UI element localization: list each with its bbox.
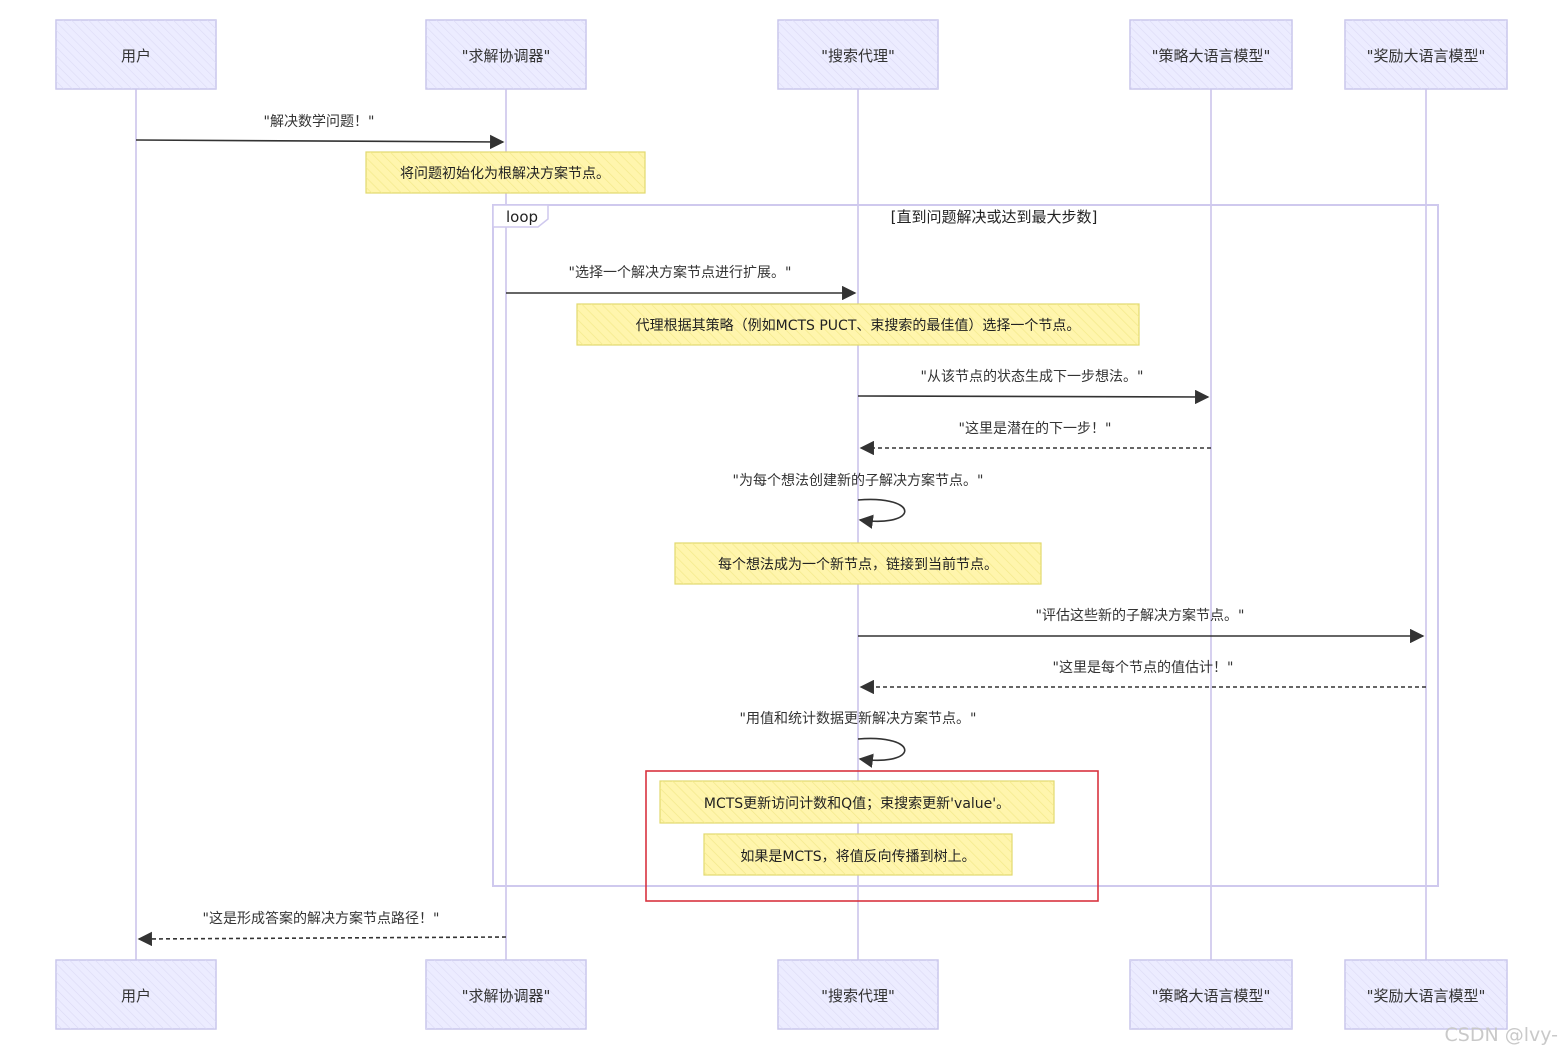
actor-coordinator-top[interactable]: "求解协调器" <box>425 19 587 90</box>
message-3: "从该节点的状态生成下一步想法。" <box>857 369 1210 405</box>
actors-top: 用户 "求解协调器" "搜索代理" "策略大语言模型" "奖励大语言模型" <box>55 19 1508 90</box>
actor-search-agent-bottom[interactable]: "搜索代理" <box>777 959 939 1030</box>
notes: 将问题初始化为根解决方案节点。 代理根据其策略（例如MCTS PUCT、束搜索的… <box>365 151 1140 876</box>
message-label: "这是形成答案的解决方案节点路径！" <box>203 910 440 927</box>
note-2: 代理根据其策略（例如MCTS PUCT、束搜索的最佳值）选择一个节点。 <box>576 303 1140 346</box>
message-label: "从该节点的状态生成下一步想法。" <box>921 369 1144 385</box>
note-3: 每个想法成为一个新节点，链接到当前节点。 <box>674 542 1042 585</box>
actor-policy-llm-top[interactable]: "策略大语言模型" <box>1129 19 1293 90</box>
message-6: "评估这些新的子解决方案节点。" <box>858 607 1425 644</box>
actor-label: "策略大语言模型" <box>1152 987 1271 1005</box>
actor-label: "求解协调器" <box>462 987 551 1005</box>
note-text: 每个想法成为一个新节点，链接到当前节点。 <box>718 556 998 573</box>
actor-user-bottom[interactable]: 用户 <box>55 959 217 1030</box>
note-5: 如果是MCTS，将值反向传播到树上。 <box>703 833 1013 876</box>
watermark: CSDN @lvy- <box>1444 1024 1559 1046</box>
message-9: "这是形成答案的解决方案节点路径！" <box>137 910 507 947</box>
actor-policy-llm-bottom[interactable]: "策略大语言模型" <box>1129 959 1293 1030</box>
actor-label: "搜索代理" <box>821 47 895 65</box>
actor-reward-llm-top[interactable]: "奖励大语言模型" <box>1344 19 1508 90</box>
message-label: "选择一个解决方案节点进行扩展。" <box>569 264 792 281</box>
actor-coordinator-bottom[interactable]: "求解协调器" <box>425 959 587 1030</box>
message-2: "选择一个解决方案节点进行扩展。" <box>506 264 857 301</box>
note-4: MCTS更新访问计数和Q值；束搜索更新'value'。 <box>659 780 1055 824</box>
loop-frame: loop [直到问题解决或达到最大步数] <box>492 204 1439 887</box>
note-text: MCTS更新访问计数和Q值；束搜索更新'value'。 <box>704 795 1010 812</box>
message-label: "用值和统计数据更新解决方案节点。" <box>740 710 977 727</box>
note-1: 将问题初始化为根解决方案节点。 <box>365 151 646 194</box>
actor-label: "策略大语言模型" <box>1152 47 1271 65</box>
message-label: "评估这些新的子解决方案节点。" <box>1036 607 1245 624</box>
actor-label: 用户 <box>121 987 151 1005</box>
message-4: "这里是潜在的下一步！" <box>859 420 1211 456</box>
actor-label: "奖励大语言模型" <box>1367 987 1486 1005</box>
loop-condition: [直到问题解决或达到最大步数] <box>891 208 1098 226</box>
message-1: "解决数学问题！" <box>135 114 505 150</box>
lifelines <box>135 89 1427 960</box>
message-label: "为每个想法创建新的子解决方案节点。" <box>733 472 984 489</box>
message-label: "解决数学问题！" <box>264 114 375 130</box>
actor-user-top[interactable]: 用户 <box>55 19 217 90</box>
note-text: 代理根据其策略（例如MCTS PUCT、束搜索的最佳值）选择一个节点。 <box>636 317 1081 334</box>
actor-label: "奖励大语言模型" <box>1367 47 1486 65</box>
actor-search-agent-top[interactable]: "搜索代理" <box>777 19 939 90</box>
actor-label: "搜索代理" <box>821 987 895 1005</box>
highlight-box <box>645 770 1099 902</box>
message-label: "这里是潜在的下一步！" <box>959 420 1112 437</box>
message-8-self: "用值和统计数据更新解决方案节点。" <box>740 710 977 768</box>
loop-label: loop <box>506 208 538 226</box>
actors-bottom: 用户 "求解协调器" "搜索代理" "策略大语言模型" "奖励大语言模型" <box>55 959 1508 1030</box>
note-text: 将问题初始化为根解决方案节点。 <box>400 165 610 182</box>
messages: "解决数学问题！" "选择一个解决方案节点进行扩展。" "从该节点的状态生成下一… <box>135 114 1426 947</box>
message-5-self: "为每个想法创建新的子解决方案节点。" <box>733 472 984 529</box>
note-text: 如果是MCTS，将值反向传播到树上。 <box>740 849 975 865</box>
actor-label: 用户 <box>121 47 151 65</box>
message-7: "这里是每个节点的值估计！" <box>859 659 1426 695</box>
actor-label: "求解协调器" <box>462 47 551 65</box>
message-label: "这里是每个节点的值估计！" <box>1053 659 1234 676</box>
actor-reward-llm-bottom[interactable]: "奖励大语言模型" <box>1344 959 1508 1030</box>
